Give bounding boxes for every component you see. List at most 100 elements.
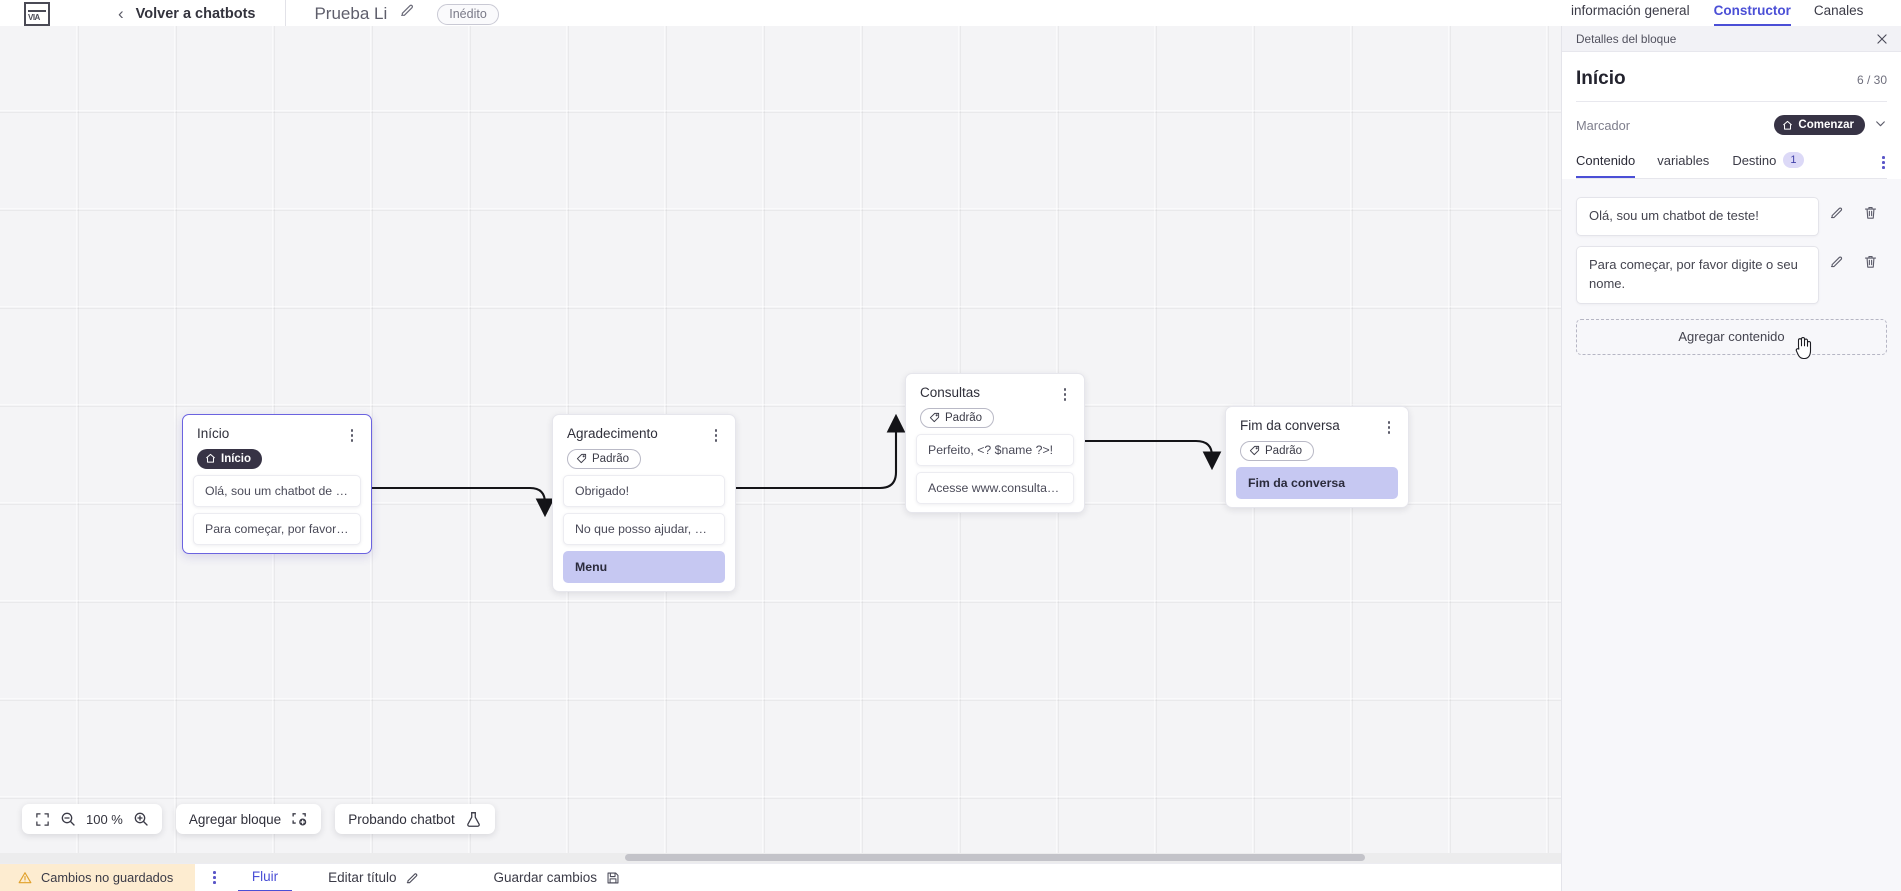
status-badge: Inédito <box>437 4 499 25</box>
node-message-accent[interactable]: Menu <box>563 551 725 584</box>
add-block-button[interactable]: Agregar bloque <box>175 804 322 834</box>
close-icon[interactable] <box>1875 32 1889 46</box>
zoom-level: 100 % <box>86 811 123 827</box>
tab-destino-label: Destino <box>1732 152 1777 168</box>
chevron-left-icon[interactable]: ‹ <box>118 4 124 23</box>
tab-contenido-label: Contenido <box>1576 153 1636 168</box>
node-message[interactable]: Acesse www.consultas.com par... <box>916 472 1074 505</box>
node-tag-badge[interactable]: Início <box>197 448 263 469</box>
tab-constructor[interactable]: Constructor <box>1713 3 1791 26</box>
panel-title-row: Início 6 / 30 <box>1576 52 1887 101</box>
tab-destino-count: 1 <box>1783 152 1804 168</box>
pencil-icon[interactable] <box>399 2 415 26</box>
zoom-in-icon[interactable] <box>133 811 149 827</box>
node-message-accent[interactable]: Fim da conversa <box>1236 467 1398 500</box>
scrollbar-thumb[interactable] <box>625 854 1365 861</box>
save-changes-button[interactable]: Guardar cambios <box>479 864 634 891</box>
test-chatbot-button[interactable]: Probando chatbot <box>335 804 495 834</box>
tab-canales[interactable]: Canales <box>1813 3 1864 18</box>
marker-value: Comenzar <box>1774 115 1887 135</box>
bottom-kebab-icon[interactable] <box>213 871 216 884</box>
edit-title-label: Editar título <box>328 870 397 885</box>
warning-icon <box>18 871 32 885</box>
back-to-chatbots-link[interactable]: Volver a chatbots <box>135 6 256 22</box>
tab-variables[interactable]: variables <box>1657 148 1709 178</box>
marker-row: Marcador Comenzar <box>1576 102 1887 147</box>
node-tag-badge[interactable]: Padrão <box>1240 440 1315 461</box>
node-header: Fim da conversa <box>1226 407 1408 434</box>
node-tag-row: Início <box>183 442 371 476</box>
unsaved-changes-label: Cambios no guardados <box>41 870 174 885</box>
chevron-down-icon[interactable] <box>1874 117 1887 133</box>
fit-screen-icon[interactable] <box>35 812 50 827</box>
node-message-list: Obrigado! No que posso ajudar, <? $name … <box>553 475 735 584</box>
node-menu-kebab-icon[interactable] <box>1058 385 1072 401</box>
save-changes-label: Guardar cambios <box>493 870 598 885</box>
node-header: Início <box>183 415 371 442</box>
node-message[interactable]: Perfeito, <? $name ?>! <box>916 434 1074 467</box>
delete-content-button[interactable] <box>1853 197 1887 220</box>
content-item: Para começar, por favor digite o seu nom… <box>1576 245 1887 304</box>
character-counter: 6 / 30 <box>1856 73 1887 87</box>
content-text[interactable]: Para começar, por favor digite o seu nom… <box>1576 245 1819 304</box>
tab-contenido[interactable]: Contenido <box>1576 148 1636 178</box>
node-title: Fim da conversa <box>1240 418 1340 433</box>
tab-informacion-general[interactable]: información general <box>1571 3 1690 18</box>
flow-canvas[interactable]: Início Início Olá, sou um chatbot de tes… <box>0 26 1561 863</box>
panel-tabs-kebab-icon[interactable] <box>1882 156 1885 169</box>
node-menu-kebab-icon[interactable] <box>709 426 723 442</box>
tab-fluir[interactable]: Fluir <box>237 864 293 891</box>
zoom-out-icon[interactable] <box>60 811 76 827</box>
node-menu-kebab-icon[interactable] <box>1382 418 1396 434</box>
delete-content-button[interactable] <box>1853 246 1887 269</box>
flow-node-fim-da-conversa[interactable]: Fim da conversa Padrão Fim da conversa <box>1225 406 1409 509</box>
flask-icon <box>465 811 482 828</box>
home-icon <box>206 454 215 463</box>
node-message-list: Fim da conversa <box>1226 467 1408 500</box>
add-block-label: Agregar bloque <box>188 811 282 827</box>
node-tag-label: Padrão <box>945 411 983 424</box>
add-content-button[interactable]: Agregar contenido <box>1576 318 1887 355</box>
tab-destino[interactable]: Destino 1 <box>1732 147 1804 178</box>
app-logo[interactable] <box>22 0 52 26</box>
divider <box>1576 101 1887 102</box>
panel-header: Detalles del bloque <box>1562 26 1901 52</box>
node-tag-badge[interactable]: Padrão <box>920 407 995 428</box>
pencil-icon <box>405 871 419 885</box>
node-tag-label: Padrão <box>592 452 630 465</box>
node-title: Consultas <box>920 385 981 400</box>
node-tag-row: Padrão <box>1226 434 1408 468</box>
node-message[interactable]: Olá, sou um chatbot de teste! <box>193 475 361 508</box>
node-message[interactable]: Para começar, por favor digite o ... <box>193 513 361 546</box>
edge-inicio-agradecimento <box>372 486 555 518</box>
node-message[interactable]: No que posso ajudar, <? $name ... <box>563 513 725 546</box>
panel-content-list: Olá, sou um chatbot de teste! Para começ… <box>1562 179 1901 891</box>
node-tag-badge[interactable]: Padrão <box>567 448 642 469</box>
flow-edges <box>372 413 1222 518</box>
node-menu-kebab-icon[interactable] <box>345 426 359 442</box>
canvas-toolbar: 100 % Agregar bloque Pro <box>22 804 495 834</box>
marker-badge[interactable]: Comenzar <box>1774 115 1865 135</box>
edit-content-button[interactable] <box>1819 246 1853 269</box>
node-message[interactable]: Obrigado! <box>563 475 725 508</box>
content-text[interactable]: Olá, sou um chatbot de teste! <box>1576 197 1819 236</box>
panel-header-title: Detalles del bloque <box>1576 31 1677 46</box>
flow-node-agradecimento[interactable]: Agradecimento Padrão Obrigado! No que po… <box>552 414 736 593</box>
flow-node-consultas[interactable]: Consultas Padrão Perfeito, <? $name ?>! … <box>905 373 1085 514</box>
panel-top-tabs: información general Constructor Canales <box>1561 0 1901 26</box>
flow-node-inicio[interactable]: Início Início Olá, sou um chatbot de tes… <box>182 414 372 555</box>
trash-icon <box>1864 255 1876 268</box>
toolbar-divider <box>285 0 287 26</box>
edit-content-button[interactable] <box>1819 197 1853 220</box>
zoom-controls: 100 % <box>22 804 162 834</box>
node-tag-row: Padrão <box>553 442 735 476</box>
canvas-horizontal-scrollbar[interactable] <box>0 853 1561 863</box>
edit-title-button[interactable]: Editar título <box>314 864 433 891</box>
pencil-icon <box>1830 207 1842 219</box>
node-header: Consultas <box>906 374 1084 401</box>
chatbot-name: Prueba Li <box>314 4 388 23</box>
trash-icon <box>1864 206 1876 219</box>
logo-icon <box>24 2 50 26</box>
panel-tabs-divider <box>1576 178 1887 179</box>
